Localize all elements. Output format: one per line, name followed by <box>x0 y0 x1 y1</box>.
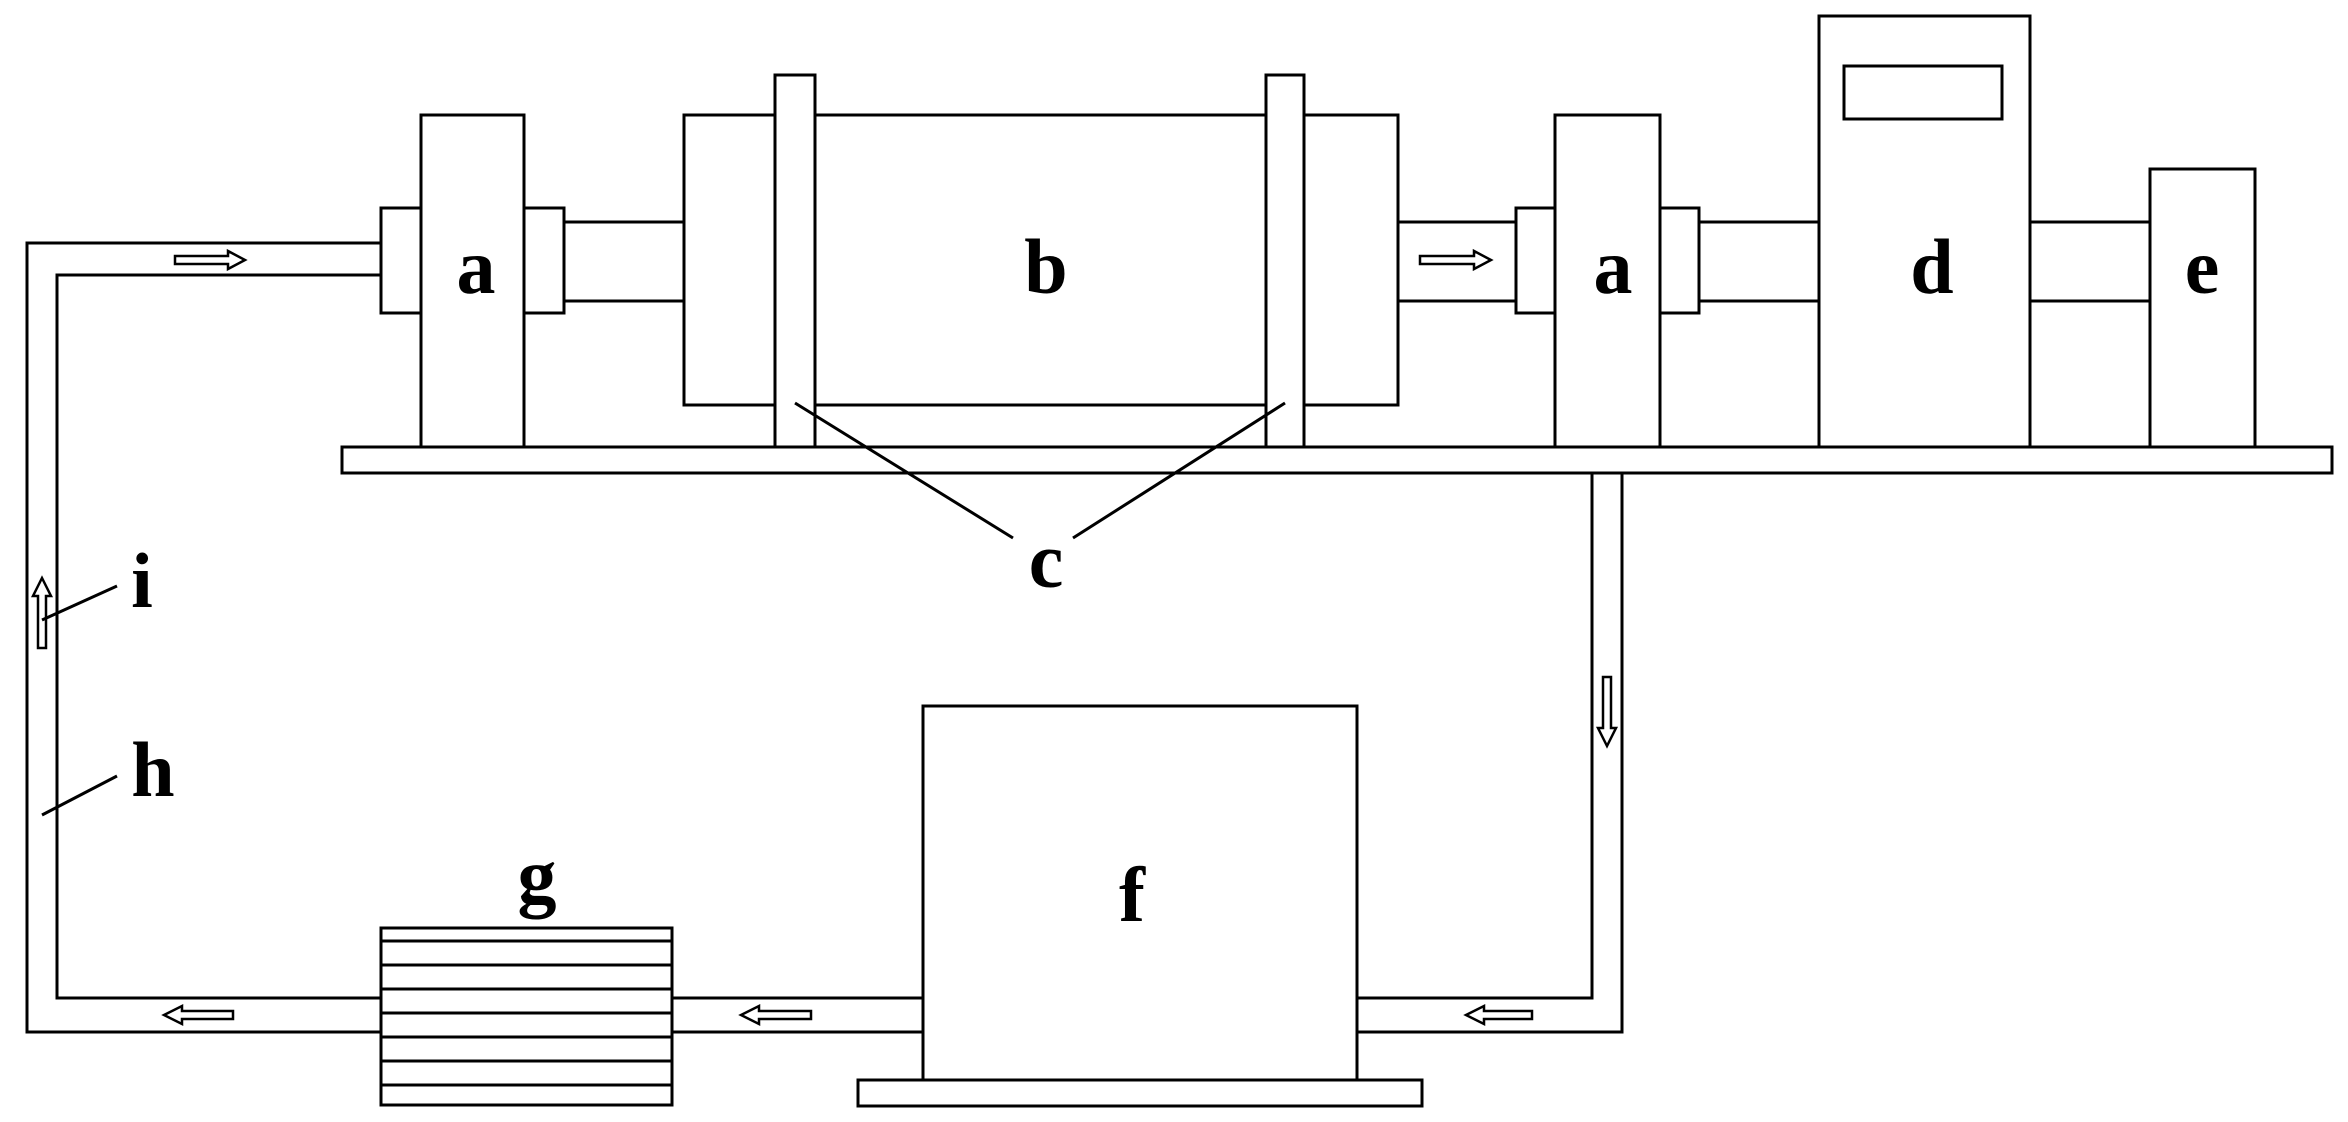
flow-arrow-up-icon <box>30 575 54 650</box>
flow-arrow-right-icon <box>173 248 248 272</box>
label-d: d <box>1910 223 1953 310</box>
pipe-left-inner-wall <box>55 273 381 1000</box>
flow-arrows <box>30 248 1619 1027</box>
flow-arrow-down-icon <box>1595 675 1619 749</box>
label-i-group: i <box>41 537 153 624</box>
label-i: i <box>131 537 153 624</box>
coupling-left: a <box>379 113 566 449</box>
box-f-base <box>856 1078 1424 1108</box>
platform <box>340 445 2334 475</box>
label-c-group: c <box>794 401 1286 604</box>
label-e: e <box>2185 223 2220 310</box>
flow-arrow-left-icon <box>738 1003 813 1027</box>
label-b: b <box>1024 223 1067 310</box>
pipe-right-outer-wall <box>1357 473 1624 1034</box>
unit-g-body <box>379 926 674 1107</box>
box-f-body <box>921 704 1359 1082</box>
shaft-d-e <box>2028 220 2152 303</box>
leader-h <box>41 774 118 817</box>
label-h-group: h <box>41 726 175 817</box>
coupling-right-hub-right <box>1658 206 1701 315</box>
coupling-right: a <box>1514 113 1701 449</box>
flow-arrow-left-icon <box>1463 1003 1534 1027</box>
cylinder-b: b <box>682 73 1400 449</box>
unit-d-display <box>1842 64 2004 121</box>
pipe-right-inner-wall <box>1357 473 1594 1000</box>
coupling-left-hub-left <box>379 206 423 315</box>
coupling-left-body <box>419 113 526 449</box>
coupling-left-hub-right <box>522 206 566 315</box>
shaft-a-b <box>562 220 686 303</box>
unit-e: e <box>2148 167 2257 449</box>
flow-arrow-left-icon <box>161 1003 235 1027</box>
unit-d: d <box>1817 14 2032 449</box>
leader-c-left <box>794 401 1014 540</box>
label-g: g <box>518 832 557 919</box>
coupling-right-hub-left <box>1514 206 1557 315</box>
unit-e-body <box>2148 167 2257 449</box>
leader-c-right <box>1072 401 1286 540</box>
flow-arrow-right-icon <box>1418 248 1494 272</box>
box-f: f <box>856 704 1424 1108</box>
circulation-pipe <box>25 241 1624 1034</box>
pipe-left-outer-wall <box>25 241 381 1034</box>
bracket-right <box>1264 73 1306 449</box>
leader-i <box>41 584 118 622</box>
bracket-left <box>773 73 817 449</box>
label-c: c <box>1029 517 1064 604</box>
label-a-right: a <box>1594 223 1633 310</box>
label-h: h <box>131 726 174 813</box>
unit-g: g <box>379 832 674 1107</box>
shaft-a-d <box>1697 220 1821 303</box>
label-a-left: a <box>457 223 496 310</box>
label-f: f <box>1119 851 1146 938</box>
coupling-right-body <box>1553 113 1662 449</box>
